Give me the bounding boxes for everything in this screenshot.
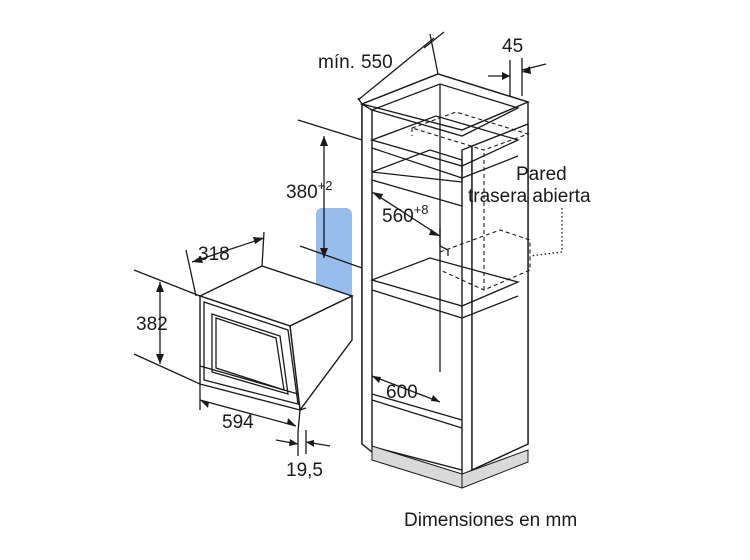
label-appliance-width: 594 bbox=[222, 412, 254, 433]
label-cabinet-inner: 600 bbox=[386, 382, 418, 403]
label-appliance-height: 382 bbox=[136, 314, 168, 335]
rear-wall-leader bbox=[529, 208, 563, 257]
label-rear-wall-line2: trasera abierta bbox=[468, 186, 591, 207]
label-appliance-depth: 318 bbox=[198, 244, 230, 265]
caption: Dimensiones en mm bbox=[404, 510, 577, 531]
label-rear-wall-line1: Pared bbox=[516, 164, 567, 185]
label-niche-height: 380+2 bbox=[286, 178, 333, 203]
microwave-appliance bbox=[198, 265, 354, 412]
rear-wall-dashed bbox=[410, 111, 531, 291]
tall-cabinet bbox=[359, 73, 531, 489]
label-front-thickness: 19,5 bbox=[286, 460, 323, 481]
dimension-lines bbox=[133, 31, 547, 456]
label-side-gap: 45 bbox=[502, 36, 523, 57]
label-min-depth: mín.550 bbox=[318, 52, 393, 73]
label-niche-width: 560+8 bbox=[382, 202, 429, 227]
